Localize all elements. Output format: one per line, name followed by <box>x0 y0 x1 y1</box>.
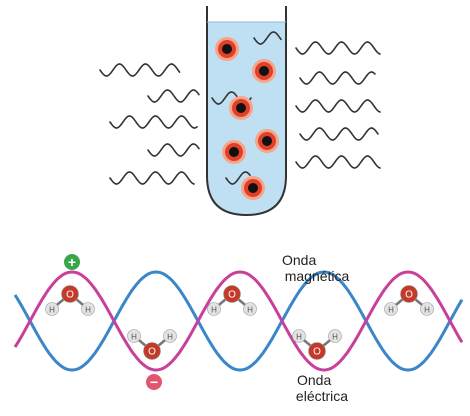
water-molecule: H H O <box>45 285 95 316</box>
oxygen-atom-label: O <box>405 290 413 301</box>
water-molecule: H H O <box>292 329 342 360</box>
microwave-squiggle <box>295 155 381 169</box>
microwave-squiggle <box>225 171 251 185</box>
hydrogen-atom-label: H <box>49 306 55 315</box>
water-molecule: H H O <box>127 329 177 360</box>
heated-particle <box>252 59 276 83</box>
plus-sign: + <box>68 254 76 270</box>
hydrogen-atom <box>243 302 257 316</box>
hydrogen-atom-label: H <box>424 306 430 315</box>
tube-outline <box>206 6 287 217</box>
microwave-squiggle <box>295 99 381 113</box>
heated-particle <box>215 37 239 61</box>
hydrogen-atom-label: H <box>167 333 173 342</box>
hydrogen-atom <box>384 302 398 316</box>
hydrogen-atom <box>45 302 59 316</box>
microwave-radiation <box>99 31 381 185</box>
oxygen-atom <box>400 285 418 303</box>
hydrogen-atom-label: H <box>332 333 338 342</box>
hydrogen-atom-label: H <box>131 333 137 342</box>
magnetic-label-line1: Onda <box>282 252 317 268</box>
water-molecule: H H O <box>207 285 257 316</box>
magnetic-wave <box>13 270 464 372</box>
oxygen-atom-label: O <box>66 290 74 301</box>
hydrogen-atom <box>207 302 221 316</box>
hydrogen-atom <box>420 302 434 316</box>
positive-charge-badge: + <box>64 254 80 270</box>
microwave-squiggle <box>295 41 381 55</box>
magnetic-wave-label: Onda magnética <box>262 252 372 284</box>
microwave-squiggle <box>299 71 376 85</box>
hydrogen-atom <box>292 329 306 343</box>
electric-label-line1: Onda <box>297 372 332 388</box>
heated-particle <box>241 176 265 200</box>
water-molecules: H H O H H O H H O H H O H H O <box>45 285 434 360</box>
microwave-squiggle <box>253 31 282 45</box>
hydrogen-atom-label: H <box>296 333 302 342</box>
microwave-squiggle <box>147 89 200 103</box>
microwave-squiggle <box>299 127 379 141</box>
hydrogen-atom <box>127 329 141 343</box>
microwave-squiggle <box>147 143 200 157</box>
heated-particle <box>255 129 279 153</box>
oxygen-atom-label: O <box>148 347 156 358</box>
hydrogen-atom <box>81 302 95 316</box>
heated-particle <box>229 96 253 120</box>
hydrogen-atom <box>328 329 342 343</box>
microwave-squiggle <box>109 115 198 129</box>
heated-particle <box>222 140 246 164</box>
oxygen-atom-label: O <box>313 347 321 358</box>
hydrogen-atom-label: H <box>85 306 91 315</box>
microwave-squiggle <box>99 63 181 77</box>
magnetic-label-line2: magnética <box>284 268 350 284</box>
minus-sign: − <box>150 374 158 390</box>
oxygen-atom <box>61 285 79 303</box>
electric-label-line2: eléctrica <box>295 388 349 404</box>
oxygen-atom <box>308 342 326 360</box>
water-molecule: H H O <box>384 285 434 316</box>
particle-group <box>215 37 279 200</box>
negative-charge-badge: − <box>146 374 162 390</box>
hydrogen-atom <box>163 329 177 343</box>
oxygen-atom <box>223 285 241 303</box>
hydrogen-atom-label: H <box>247 306 253 315</box>
oxygen-atom <box>143 342 161 360</box>
electric-wave <box>13 270 464 372</box>
hydrogen-atom-label: H <box>211 306 217 315</box>
electric-wave-label: Onda eléctrica <box>272 372 372 404</box>
microwave-squiggle <box>109 171 195 185</box>
hydrogen-atom-label: H <box>388 306 394 315</box>
oxygen-atom-label: O <box>228 290 236 301</box>
